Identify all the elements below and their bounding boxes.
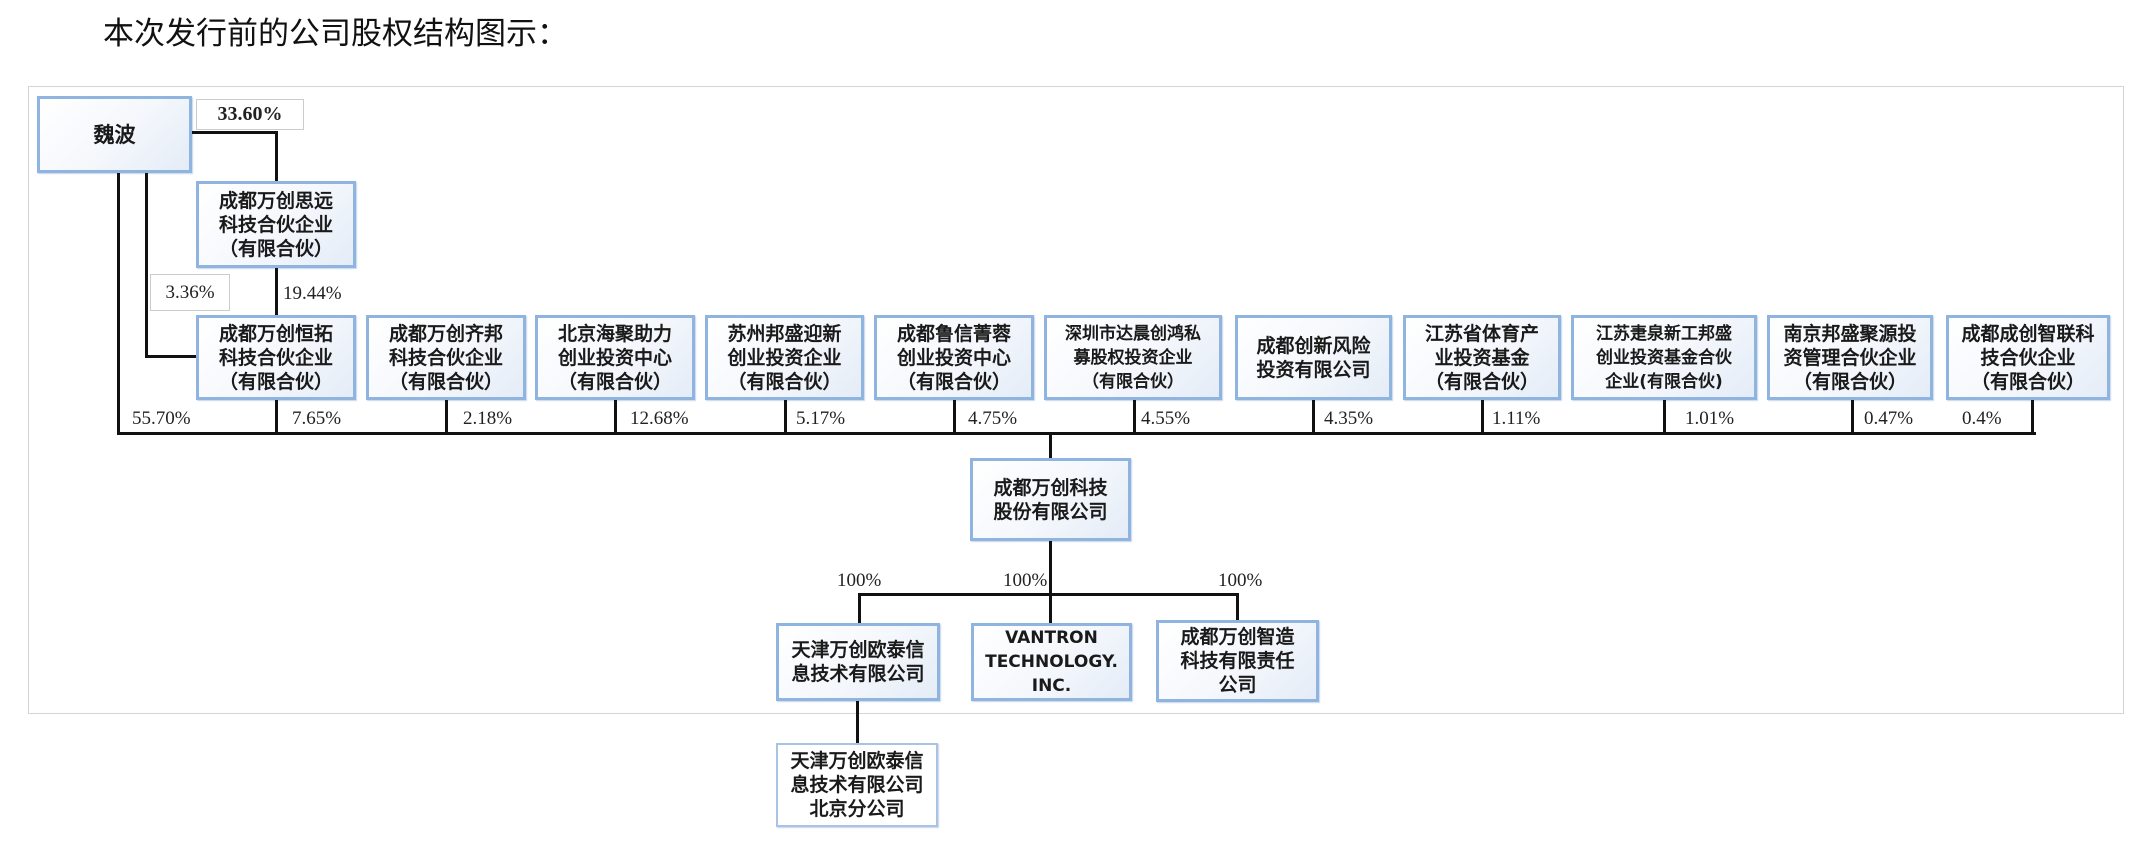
shareholder-bar-line	[117, 432, 2036, 435]
subsidiary-pct: 100%	[1218, 570, 1263, 591]
connector-line	[192, 131, 278, 134]
connector-line	[275, 268, 278, 316]
subsidiary-box: 天津万创欧泰信 息技术有限公司	[776, 623, 940, 701]
siyuan-box: 成都万创思远 科技合伙企业 （有限合伙）	[196, 181, 356, 268]
connector-line	[145, 355, 197, 358]
shareholder-box: 成都鲁信菁蓉 创业投资中心 （有限合伙）	[874, 315, 1034, 400]
subsidiary-pct: 100%	[837, 570, 882, 591]
shareholder-pct: 4.35%	[1324, 408, 1374, 429]
connector-line	[2031, 400, 2034, 434]
connector-line	[1236, 593, 1239, 620]
connector-line	[1049, 432, 1052, 459]
shareholder-box: 南京邦盛聚源投 资管理合伙企业 （有限合伙）	[1767, 315, 1933, 400]
connector-line	[953, 400, 956, 434]
company-box: 成都万创科技 股份有限公司	[970, 458, 1131, 541]
connector-line	[275, 131, 278, 182]
connector-line	[1663, 400, 1666, 434]
founder-hengtuo-pct: 3.36%	[150, 274, 230, 311]
connector-line	[1133, 400, 1136, 434]
shareholder-box: 苏州邦盛迎新 创业投资企业 （有限合伙）	[705, 315, 864, 400]
shareholder-box: 北京海聚助力 创业投资中心 （有限合伙）	[535, 315, 695, 400]
shareholder-pct: 1.01%	[1685, 408, 1735, 429]
connector-line	[1049, 541, 1052, 623]
shareholder-box: 成都创新风险 投资有限公司	[1235, 315, 1392, 400]
connector-line	[856, 701, 859, 743]
shareholder-pct: 0.47%	[1864, 408, 1914, 429]
shareholder-pct: 4.75%	[968, 408, 1018, 429]
diagram-frame	[28, 86, 2124, 714]
shareholder-pct: 7.65%	[292, 408, 342, 429]
connector-line	[1312, 400, 1315, 434]
shareholder-pct: 5.17%	[796, 408, 846, 429]
subsidiary-box: 成都万创智造 科技有限责任 公司	[1156, 620, 1319, 702]
shareholder-pct: 12.68%	[630, 408, 689, 429]
founder-direct-pct: 55.70%	[132, 408, 191, 429]
page-title: 本次发行前的公司股权结构图示：	[103, 16, 568, 52]
connector-line	[117, 173, 120, 435]
shareholder-pct: 1.11%	[1492, 408, 1541, 429]
shareholder-box: 成都万创恒拓 科技合伙企业 （有限合伙）	[196, 315, 356, 400]
founder-box: 魏波	[37, 96, 192, 173]
branch-box: 天津万创欧泰信 息技术有限公司 北京分公司	[776, 743, 938, 827]
siyuan-hengtuo-pct: 19.44%	[283, 283, 342, 304]
connector-line	[614, 400, 617, 434]
connector-line	[275, 400, 278, 434]
shareholder-pct: 2.18%	[463, 408, 513, 429]
subsidiary-box: VANTRON TECHNOLOGY. INC.	[971, 623, 1132, 701]
connector-line	[445, 400, 448, 434]
connector-line	[1851, 400, 1854, 434]
connector-line	[858, 593, 861, 623]
subsidiary-bar-line	[858, 593, 1239, 596]
shareholder-pct: 4.55%	[1141, 408, 1191, 429]
founder-siyuan-pct: 33.60%	[196, 99, 304, 130]
shareholder-box: 成都万创齐邦 科技合伙企业 （有限合伙）	[366, 315, 526, 400]
connector-line	[784, 400, 787, 434]
shareholder-box: 江苏疌泉新工邦盛 创业投资基金合伙 企业(有限合伙)	[1571, 315, 1757, 400]
shareholder-pct: 0.4%	[1962, 408, 2002, 429]
subsidiary-pct: 100%	[1003, 570, 1048, 591]
shareholder-box: 成都成创智联科 技合伙企业 （有限合伙）	[1946, 315, 2110, 400]
shareholder-box: 江苏省体育产 业投资基金 （有限合伙）	[1403, 315, 1561, 400]
shareholder-box: 深圳市达晨创鸿私 募股权投资企业 （有限合伙）	[1044, 315, 1222, 400]
connector-line	[1481, 400, 1484, 434]
connector-line	[145, 173, 148, 357]
